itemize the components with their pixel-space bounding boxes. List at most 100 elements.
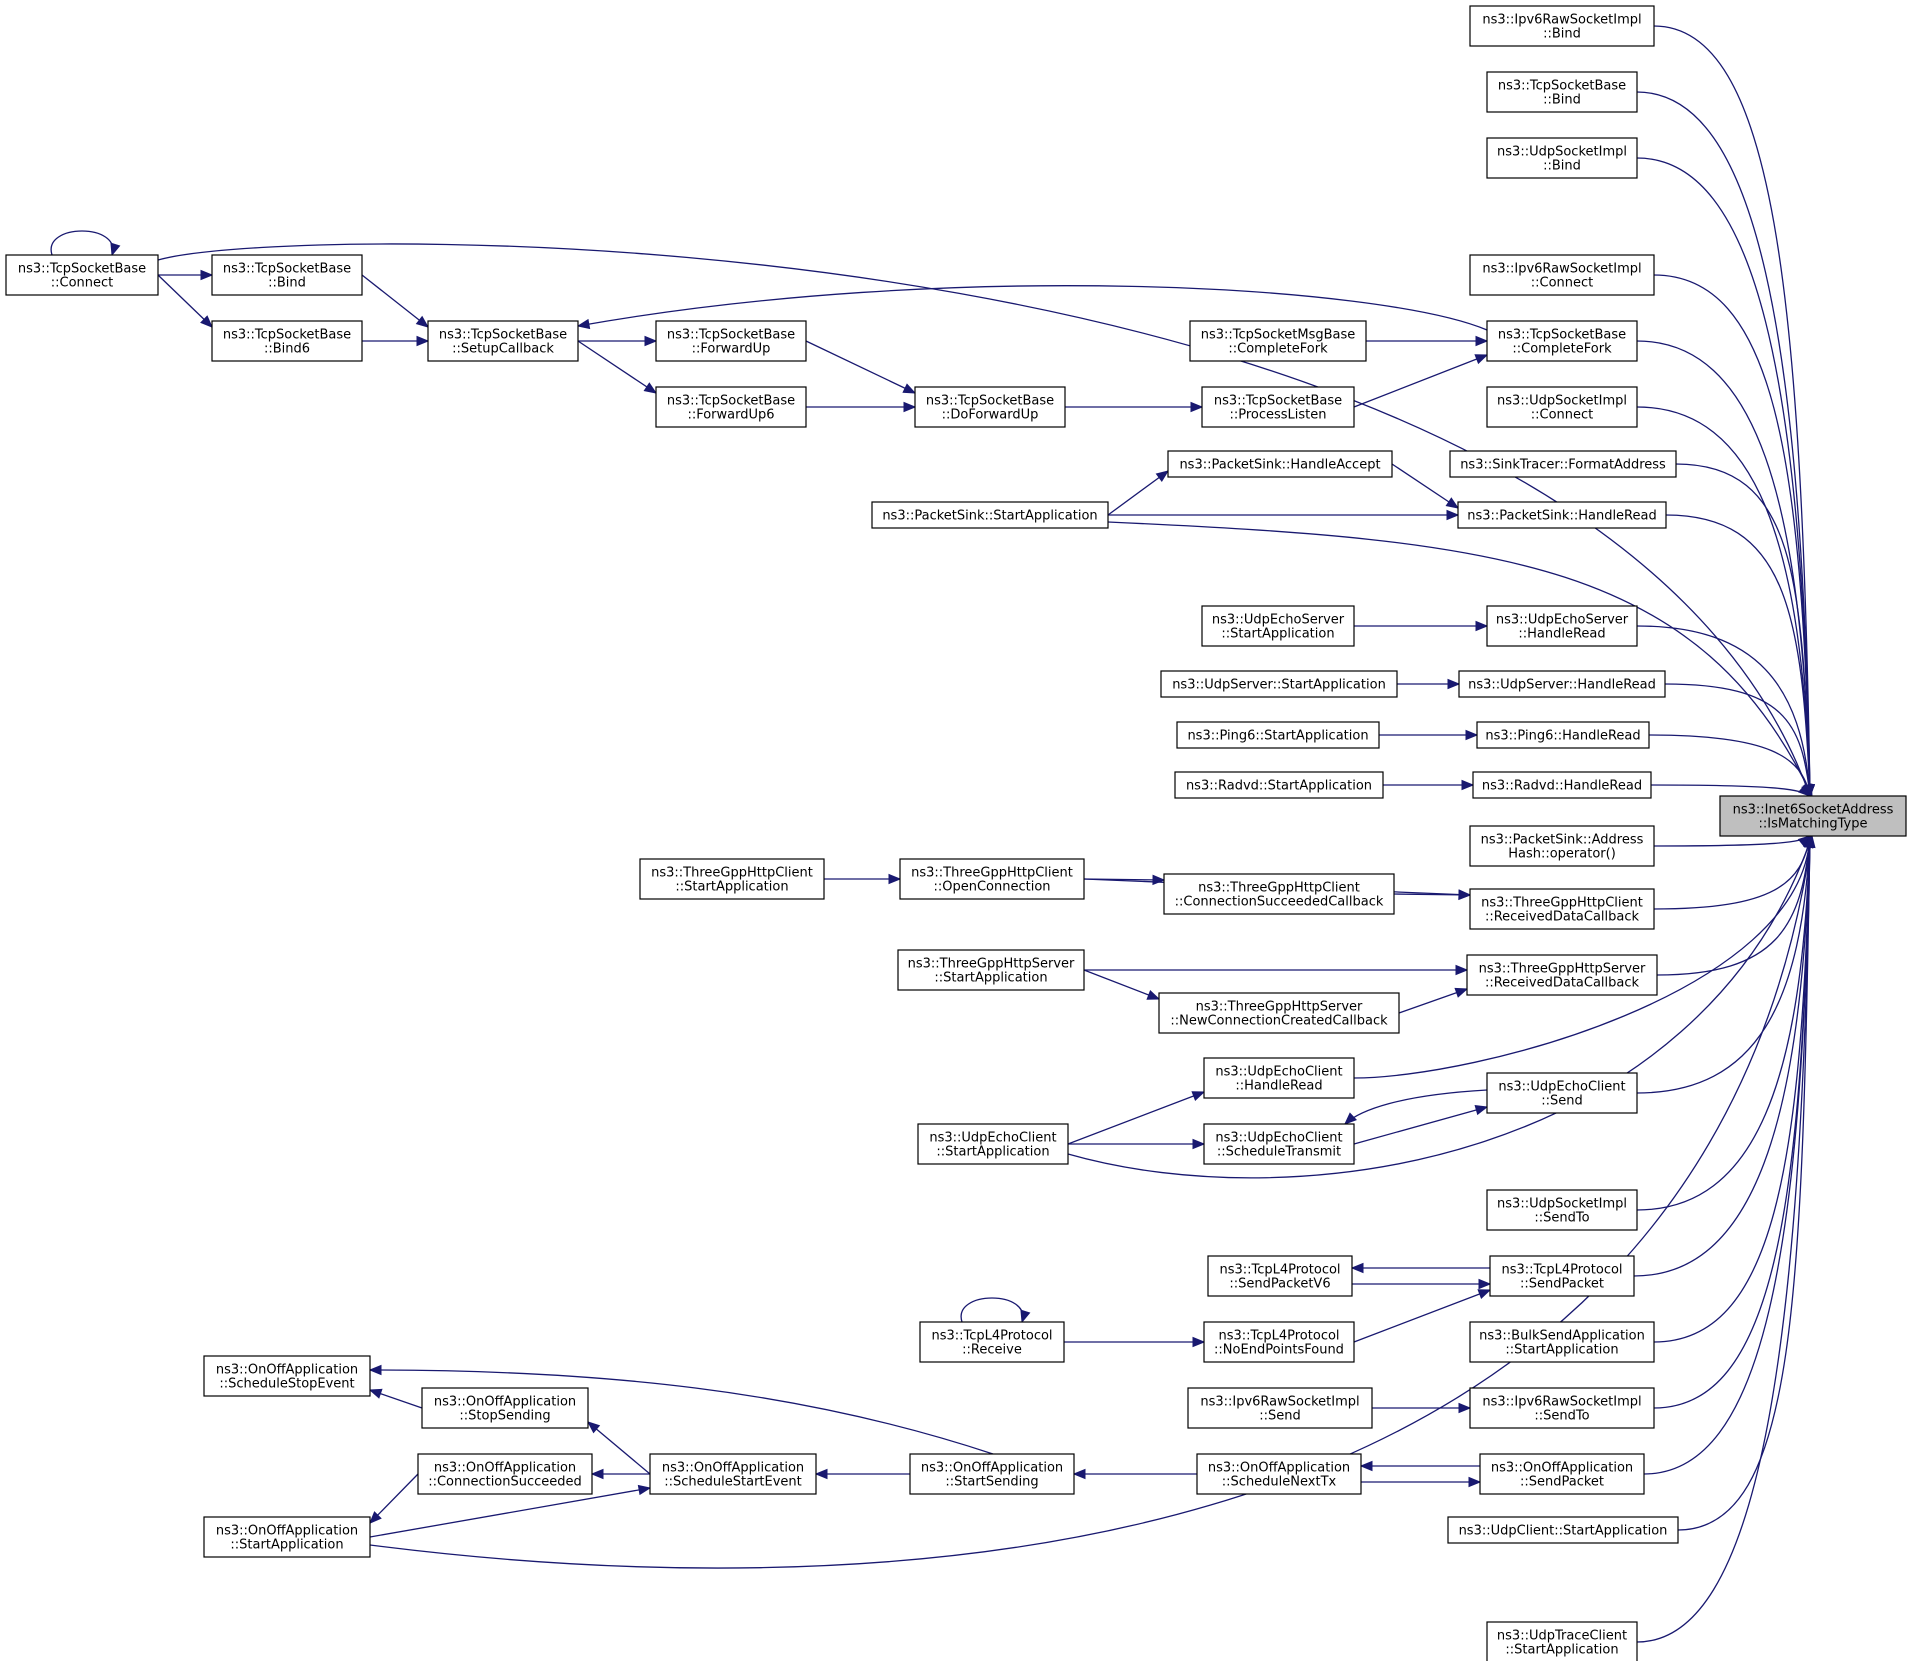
node-udp-server-start-application[interactable]: ns3::UdpServer::StartApplication xyxy=(1160,670,1398,698)
node-udp-socket-impl-bind[interactable]: ns3::UdpSocketImpl::Bind xyxy=(1486,137,1638,179)
edge-arrowhead xyxy=(1458,889,1472,901)
edge-line xyxy=(50,230,114,256)
node-tcp-socket-base-do-forward-up[interactable]: ns3::TcpSocketBase::DoForwardUp xyxy=(914,386,1066,428)
node-tcp-socket-base-bind6[interactable]: ns3::TcpSocketBase::Bind6 xyxy=(211,320,363,362)
node-on-off-application-schedule-next-tx[interactable]: ns3::OnOffApplication::ScheduleNextTx xyxy=(1196,1453,1362,1495)
edge-arrowhead xyxy=(1461,779,1475,791)
node-label: ::Receive xyxy=(962,1343,1022,1358)
node-label: ::CompleteFork xyxy=(1512,342,1612,357)
node-label: ::SetupCallback xyxy=(452,342,554,357)
node-tcp-socket-base-process-listen[interactable]: ns3::TcpSocketBase::ProcessListen xyxy=(1201,386,1355,428)
node-label: ::StartApplication xyxy=(934,971,1047,986)
node-box xyxy=(1174,771,1384,799)
node-ipv6-raw-socket-impl-send-to[interactable]: ns3::Ipv6RawSocketImpl::SendTo xyxy=(1469,1387,1655,1429)
node-label: ns3::Ipv6RawSocketImpl xyxy=(1482,13,1641,28)
node-label: ::StartApplication xyxy=(936,1145,1049,1160)
node-udp-trace-client-start-application[interactable]: ns3::UdpTraceClient::StartApplication xyxy=(1486,1621,1638,1661)
node-tcp-socket-base-forward-up[interactable]: ns3::TcpSocketBase::ForwardUp xyxy=(655,320,807,362)
node-label: ns3::ThreeGppHttpServer xyxy=(1196,1000,1363,1015)
node-label: ::ProcessListen xyxy=(1229,408,1326,423)
node-label: ::SendPacket xyxy=(1520,1277,1604,1292)
node-sink-tracer-format-address[interactable]: ns3::SinkTracer::FormatAddress xyxy=(1449,450,1677,478)
node-tcp-l4-protocol-receive[interactable]: ns3::TcpL4Protocol::Receive xyxy=(919,1321,1065,1363)
node-box xyxy=(421,1387,589,1429)
node-radvd-start-application[interactable]: ns3::Radvd::StartApplication xyxy=(1174,771,1384,799)
node-packet-sink-start-application[interactable]: ns3::PacketSink::StartApplication xyxy=(871,501,1109,529)
node-on-off-application-schedule-stop-event[interactable]: ns3::OnOffApplication::ScheduleStopEvent xyxy=(203,1355,371,1397)
node-udp-echo-server-handle-read[interactable]: ns3::UdpEchoServer::HandleRead xyxy=(1486,605,1638,647)
node-tcp-socket-base-complete-fork[interactable]: ns3::TcpSocketBase::CompleteFork xyxy=(1486,320,1638,362)
node-label: ::Connect xyxy=(1531,276,1594,291)
node-udp-client-start-application[interactable]: ns3::UdpClient::StartApplication xyxy=(1447,1516,1679,1544)
node-box xyxy=(1447,1516,1679,1544)
node-on-off-application-schedule-start-event[interactable]: ns3::OnOffApplication::ScheduleStartEven… xyxy=(649,1453,817,1495)
node-three-gpp-http-server-start-application[interactable]: ns3::ThreeGppHttpServer::StartApplicatio… xyxy=(897,949,1085,991)
edge-line xyxy=(1664,683,1811,797)
edge-packet-sink-start-application-to-packet-sink-handle-accept xyxy=(1107,470,1170,516)
node-on-off-application-connection-succeeded[interactable]: ns3::OnOffApplication::ConnectionSucceed… xyxy=(417,1453,593,1495)
node-udp-echo-client-start-application[interactable]: ns3::UdpEchoClient::StartApplication xyxy=(917,1123,1069,1165)
edge-tcp-l4-protocol-receive-to-tcp-l4-protocol-receive xyxy=(960,1297,1031,1324)
node-on-off-application-send-packet[interactable]: ns3::OnOffApplication::SendPacket xyxy=(1479,1453,1645,1495)
node-label: ns3::Ipv6RawSocketImpl xyxy=(1200,1395,1359,1410)
node-ipv6-raw-socket-impl-bind[interactable]: ns3::Ipv6RawSocketImpl::Bind xyxy=(1469,5,1655,47)
node-three-gpp-http-server-received-data-callback[interactable]: ns3::ThreeGppHttpServer::ReceivedDataCal… xyxy=(1466,954,1658,996)
edge-udp-echo-client-send-to-inet6-socket-address-is-matching-type xyxy=(1636,834,1815,1094)
node-label: ns3::ThreeGppHttpServer xyxy=(1479,962,1646,977)
edge-udp-client-start-application-to-inet6-socket-address-is-matching-type xyxy=(1677,834,1816,1531)
node-three-gpp-http-server-new-connection-created-callback[interactable]: ns3::ThreeGppHttpServer::NewConnectionCr… xyxy=(1158,992,1400,1034)
node-label: ns3::ThreeGppHttpClient xyxy=(911,866,1073,881)
node-tcp-socket-base-bind-l[interactable]: ns3::TcpSocketBase::Bind xyxy=(211,254,363,296)
node-label: ::Bind xyxy=(1543,93,1581,108)
node-udp-socket-impl-send-to[interactable]: ns3::UdpSocketImpl::SendTo xyxy=(1486,1189,1638,1231)
edge-on-off-application-schedule-start-event-to-on-off-application-stop-sending xyxy=(586,1421,651,1475)
edge-radvd-handle-read-to-inet6-socket-address-is-matching-type xyxy=(1650,784,1811,797)
node-ipv6-raw-socket-impl-connect[interactable]: ns3::Ipv6RawSocketImpl::Connect xyxy=(1469,254,1655,296)
node-bulk-send-application-start-application[interactable]: ns3::BulkSendApplication::StartApplicati… xyxy=(1469,1321,1655,1363)
node-udp-echo-client-handle-read[interactable]: ns3::UdpEchoClient::HandleRead xyxy=(1203,1057,1355,1099)
node-ping6-start-application[interactable]: ns3::Ping6::StartApplication xyxy=(1176,721,1380,749)
node-udp-socket-impl-connect[interactable]: ns3::UdpSocketImpl::Connect xyxy=(1486,386,1638,428)
node-ping6-handle-read[interactable]: ns3::Ping6::HandleRead xyxy=(1476,721,1650,749)
edge-arrowhead xyxy=(637,1484,652,1496)
node-box xyxy=(1486,1189,1638,1231)
node-three-gpp-http-client-connection-succeeded-callback[interactable]: ns3::ThreeGppHttpClient::ConnectionSucce… xyxy=(1163,873,1395,915)
edge-on-off-application-schedule-next-tx-to-on-off-application-send-packet xyxy=(1361,1476,1482,1488)
node-ipv6-raw-socket-impl-send[interactable]: ns3::Ipv6RawSocketImpl::Send xyxy=(1187,1387,1373,1429)
edge-udp-server-start-application-to-udp-server-handle-read xyxy=(1397,678,1461,690)
node-three-gpp-http-client-open-connection[interactable]: ns3::ThreeGppHttpClient::OpenConnection xyxy=(899,858,1085,900)
node-box xyxy=(1201,605,1355,647)
node-box xyxy=(1469,5,1655,47)
node-tcp-l4-protocol-send-packet[interactable]: ns3::TcpL4Protocol::SendPacket xyxy=(1489,1255,1635,1297)
edge-line xyxy=(1398,988,1468,1014)
edge-line xyxy=(1391,463,1459,509)
node-three-gpp-http-client-start-application[interactable]: ns3::ThreeGppHttpClient::StartApplicatio… xyxy=(639,858,825,900)
node-udp-echo-client-send[interactable]: ns3::UdpEchoClient::Send xyxy=(1486,1072,1638,1114)
node-tcp-socket-base-connect[interactable]: ns3::TcpSocketBase::Connect xyxy=(5,254,159,296)
node-tcp-l4-protocol-no-end-points-found[interactable]: ns3::TcpL4Protocol::NoEndPointsFound xyxy=(1203,1321,1355,1363)
node-packet-sink-handle-accept[interactable]: ns3::PacketSink::HandleAccept xyxy=(1167,450,1393,478)
node-tcp-socket-base-forward-up6[interactable]: ns3::TcpSocketBase::ForwardUp6 xyxy=(655,386,807,428)
node-tcp-l4-protocol-send-packet-v6[interactable]: ns3::TcpL4Protocol::SendPacketV6 xyxy=(1207,1255,1353,1297)
node-box xyxy=(897,949,1085,991)
node-udp-echo-client-schedule-transmit[interactable]: ns3::UdpEchoClient::ScheduleTransmit xyxy=(1203,1123,1355,1165)
node-udp-echo-server-start-application[interactable]: ns3::UdpEchoServer::StartApplication xyxy=(1201,605,1355,647)
node-on-off-application-stop-sending[interactable]: ns3::OnOffApplication::StopSending xyxy=(421,1387,589,1429)
edge-line xyxy=(1636,157,1811,797)
node-on-off-application-start-sending[interactable]: ns3::OnOffApplication::StartSending xyxy=(909,1453,1075,1495)
node-on-off-application-start-application[interactable]: ns3::OnOffApplication::StartApplication xyxy=(203,1516,371,1558)
edge-three-gpp-http-server-start-application-to-three-gpp-http-server-new-connection-created-callback xyxy=(1083,969,1161,1000)
node-inet6-socket-address-is-matching-type[interactable]: ns3::Inet6SocketAddress::IsMatchingType xyxy=(1719,795,1907,837)
node-tcp-socket-base-setup-callback[interactable]: ns3::TcpSocketBase::SetupCallback xyxy=(427,320,579,362)
edge-arrowhead xyxy=(1446,509,1460,521)
node-radvd-handle-read[interactable]: ns3::Radvd::HandleRead xyxy=(1472,771,1652,799)
edge-line xyxy=(577,340,657,394)
node-tcp-socket-base-bind-r[interactable]: ns3::TcpSocketBase::Bind xyxy=(1486,71,1638,113)
node-label: ::Bind6 xyxy=(264,342,310,357)
node-packet-sink-handle-read[interactable]: ns3::PacketSink::HandleRead xyxy=(1457,501,1667,529)
node-tcp-socket-msg-base-complete-fork[interactable]: ns3::TcpSocketMsgBase::CompleteFork xyxy=(1189,320,1367,362)
node-label: ns3::UdpEchoServer xyxy=(1212,613,1345,628)
node-three-gpp-http-client-received-data-callback[interactable]: ns3::ThreeGppHttpClient::ReceivedDataCal… xyxy=(1469,888,1655,930)
node-udp-server-handle-read[interactable]: ns3::UdpServer::HandleRead xyxy=(1458,670,1666,698)
